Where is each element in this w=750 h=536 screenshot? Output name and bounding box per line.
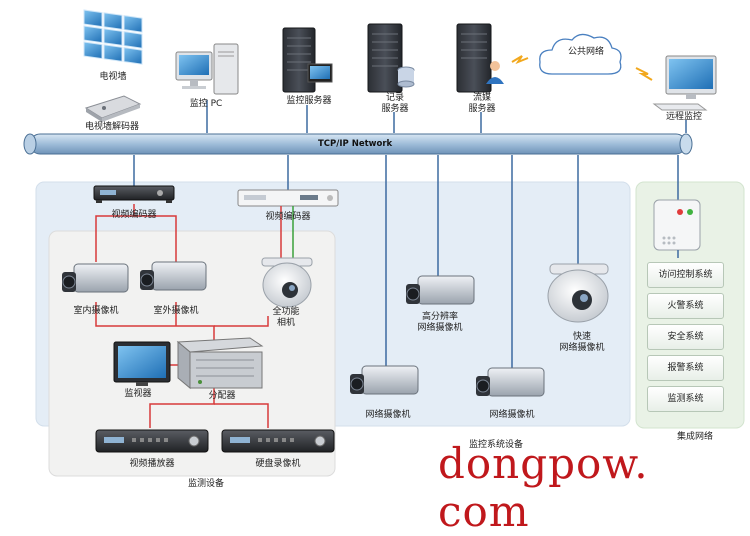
multi-camera-label: 全功能 相机 [272,307,300,328]
video-wall-label: 电视墙 [99,72,127,82]
public-network-label: 公共网络 [567,47,605,57]
stream-server-icon [456,23,504,93]
tcp-ip-bus [23,133,693,155]
video-player-label: 视频播放器 [129,459,175,469]
indoor-camera-label: 室内摄像机 [73,306,119,316]
system-monitoring: 监测系统 [647,386,724,412]
wall-decoder-label: 电视墙解码器 [84,122,140,132]
outdoor-camera-icon [140,261,207,291]
video-wall-icon [83,9,143,65]
outdoor-camera-label: 室外摄像机 [153,306,199,316]
network-camera-1-icon [350,365,419,395]
local-wiring [95,204,294,428]
speed-dome-camera-label: 快速 网络摄像机 [559,332,605,353]
monitor-pc-label: 监控 PC [189,99,223,109]
hd-network-camera-label: 高分辨率 网络摄像机 [417,312,463,333]
stream-server-label: 流媒 服务器 [468,93,496,114]
indoor-camera-icon [62,263,129,293]
monitoring-devices-group-label: 监测设备 [187,479,225,489]
video-player-icon [95,429,209,453]
monitor-icon [113,341,171,386]
system-security: 安全系统 [647,324,724,350]
dvr-label: 硬盘录像机 [255,459,301,469]
integration-group-label: 集成网络 [676,432,714,442]
network-camera-1-label: 网络摄像机 [365,410,411,420]
system-fire-alarm: 火警系统 [647,293,724,319]
monitoring-system-group-label: 监控系统设备 [468,440,524,450]
monitor-label: 监视器 [124,389,152,399]
remote-monitor-icon [652,55,717,111]
system-access-control: 访问控制系统 [647,262,724,288]
multi-dome-camera-icon [261,257,313,308]
system-alarm: 报警系统 [647,355,724,381]
distributor-label: 分配器 [208,391,236,401]
network-topology-diagram [23,9,745,477]
alarm-device-icon [653,199,701,251]
watermark: dongpow. com [438,439,649,536]
video-encoder-2-icon [237,189,339,207]
record-server-label: 记录 服务器 [381,93,409,114]
video-encoder-1-icon [93,185,175,203]
hd-network-camera-icon [406,275,475,305]
bus-label: TCP/IP Network [318,139,393,149]
remote-monitor-label: 远程监控 [665,112,703,122]
distributor-icon [176,337,264,390]
cloud-icon [511,33,653,81]
record-server-icon [367,23,415,93]
bus-drop-lines [133,100,687,372]
dvr-icon [221,429,335,453]
wall-decoder-icon [84,95,142,122]
network-camera-2-label: 网络摄像机 [489,410,535,420]
monitor-pc-icon [175,43,239,95]
monitor-server-icon [282,27,333,93]
speed-dome-camera-icon [547,263,609,323]
video-encoder-1-label: 视频编码器 [111,210,157,220]
network-camera-2-icon [476,367,545,397]
video-encoder-2-label: 视频编码器 [265,212,311,222]
monitor-server-label: 监控服务器 [286,96,332,106]
